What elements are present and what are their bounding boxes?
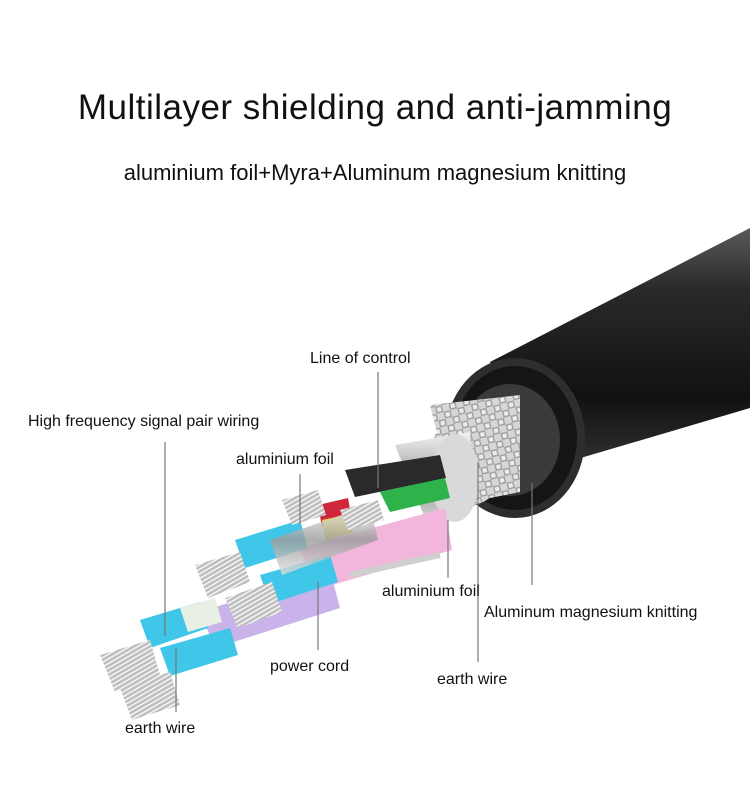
page-subtitle: aluminium foil+Myra+Aluminum magnesium k… — [123, 160, 627, 185]
label-high-frequency: High frequency signal pair wiring — [28, 413, 260, 430]
label-aluminum-knitting: Aluminum magnesium knitting — [484, 604, 698, 621]
label-aluminium-foil-top: aluminium foil — [236, 451, 334, 468]
label-aluminium-foil-bottom: aluminium foil — [382, 583, 480, 600]
label-earth-wire-right: earth wire — [437, 671, 508, 688]
leader-lines — [164, 372, 533, 712]
label-power-cord: power cord — [270, 658, 350, 675]
label-earth-wire-left: earth wire — [125, 720, 196, 737]
inner-wires — [100, 455, 452, 720]
page-title: Multilayer shielding and anti-jamming — [77, 88, 673, 127]
label-line-of-control: Line of control — [310, 350, 411, 367]
